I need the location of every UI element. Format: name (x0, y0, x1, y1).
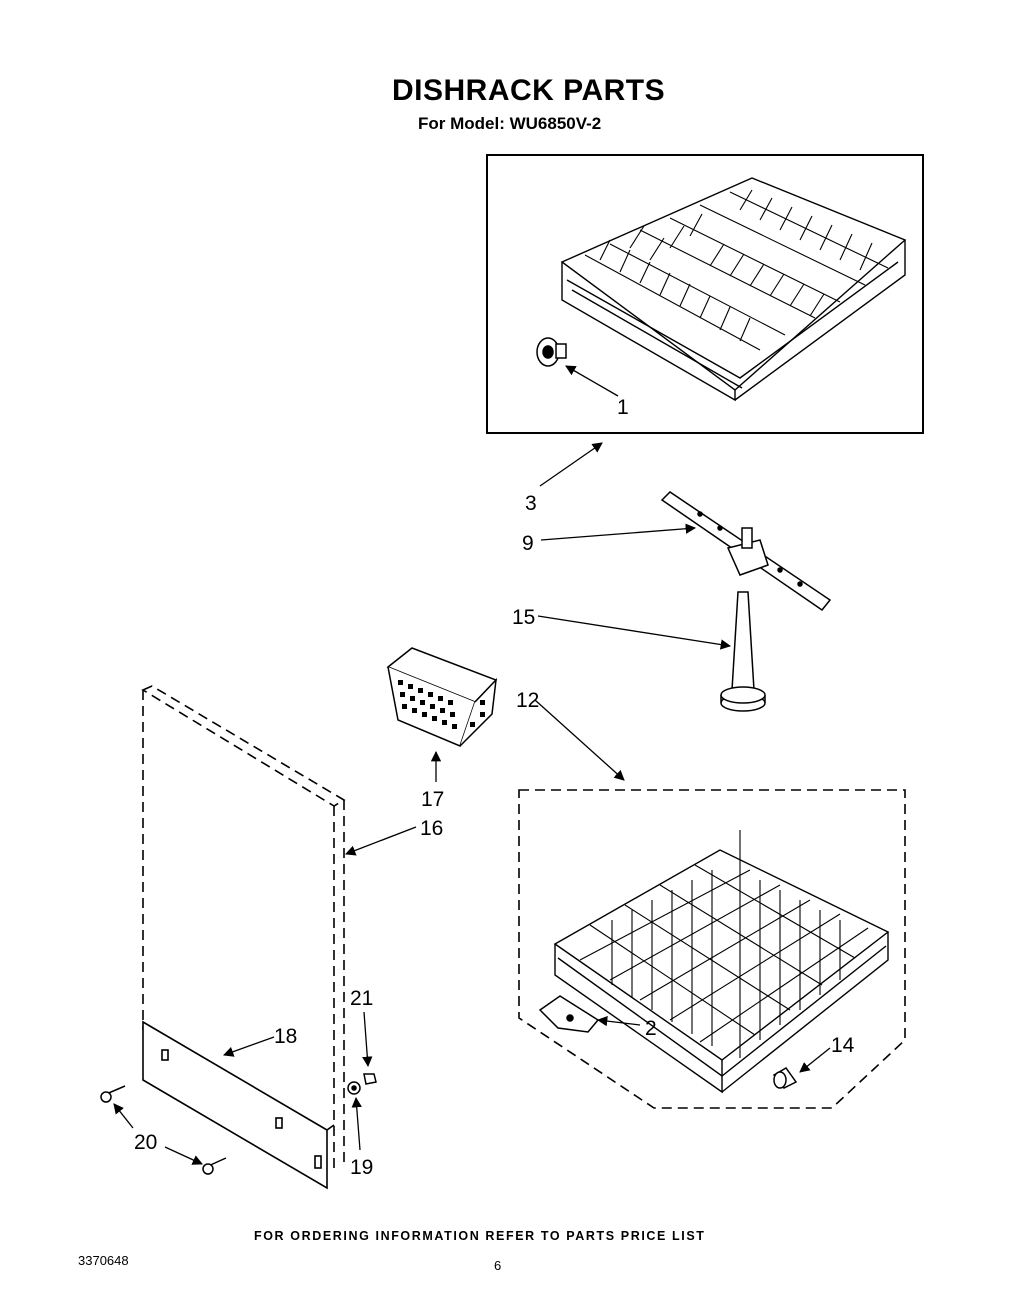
callout-18: 18 (274, 1025, 297, 1048)
rack-roller-part-1 (536, 337, 567, 367)
callout-15: 15 (512, 606, 535, 629)
callout-9: 9 (522, 532, 534, 555)
rack-bracket-part-2 (538, 995, 600, 1033)
leader-1 (565, 365, 619, 397)
spray-tube-part-15 (720, 591, 766, 712)
callout-17: 17 (421, 788, 444, 811)
callout-2: 2 (645, 1017, 657, 1040)
lower-dishrack (553, 830, 890, 1094)
screw-parts-20 (100, 1085, 227, 1175)
callout-19: 19 (350, 1156, 373, 1179)
cutlery-basket-part-17 (386, 647, 498, 748)
leader-14 (799, 1047, 831, 1073)
callout-3: 3 (525, 492, 537, 515)
callout-1: 1 (617, 396, 629, 419)
ordering-note: FOR ORDERING INFORMATION REFER TO PARTS … (254, 1229, 706, 1243)
leader-21 (362, 1011, 373, 1068)
nut-parts-19-21 (347, 1073, 377, 1095)
page-title: DISHRACK PARTS (392, 74, 666, 107)
upper-rack-frame (486, 154, 924, 434)
leader-20b (164, 1146, 203, 1165)
rack-roller-part-14 (772, 1067, 798, 1089)
callout-16: 16 (420, 817, 443, 840)
leader-19 (351, 1096, 362, 1151)
leader-18 (223, 1036, 275, 1057)
lower-rack-frame (518, 789, 906, 1109)
leader-16 (345, 826, 417, 856)
callout-14: 14 (831, 1034, 855, 1057)
door-panel-part-16 (141, 685, 346, 1172)
toe-plate-part-18 (142, 1020, 335, 1190)
upper-dishrack (560, 177, 907, 402)
model-subtitle: For Model: WU6850V-2 (418, 114, 602, 133)
leader-3 (539, 442, 603, 487)
leader-20a (113, 1103, 134, 1129)
leader-lines (113, 365, 831, 1165)
spray-arm-part-9 (660, 491, 832, 612)
page-number: 6 (494, 1258, 502, 1273)
callout-21: 21 (350, 987, 373, 1010)
leader-2 (596, 1015, 641, 1027)
document-number: 3370648 (78, 1253, 129, 1268)
leader-15 (537, 615, 732, 650)
callout-20: 20 (134, 1131, 157, 1154)
leader-9 (540, 523, 697, 541)
leader-12 (534, 699, 625, 781)
callout-12: 12 (516, 689, 539, 712)
